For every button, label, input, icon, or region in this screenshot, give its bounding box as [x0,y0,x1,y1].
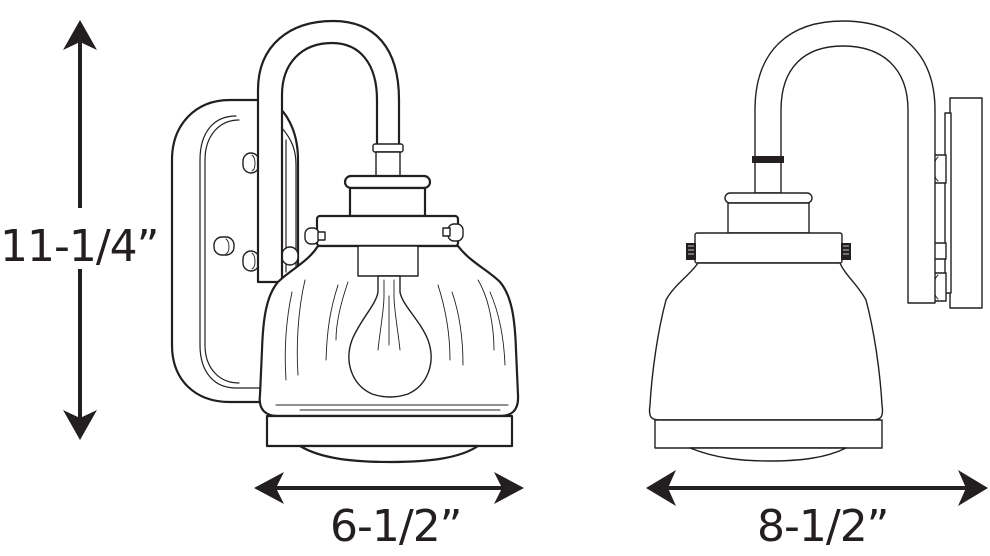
mounting-screw [213,236,235,256]
width-dimension-label: 6-1/2” [330,501,462,552]
height-dimension-arrow [63,20,97,440]
front-view-sconce [170,19,520,464]
extension-dimension-label: 8-1/2” [757,501,889,552]
mounting-screw [281,246,299,266]
side-view-sconce [648,20,983,462]
mounting-screw [242,152,260,174]
height-dimension-label: 11-1/4” [0,221,159,272]
mounting-screw [242,250,260,272]
width-dimension-arrow [254,472,524,504]
extension-dimension-arrow [646,470,988,506]
